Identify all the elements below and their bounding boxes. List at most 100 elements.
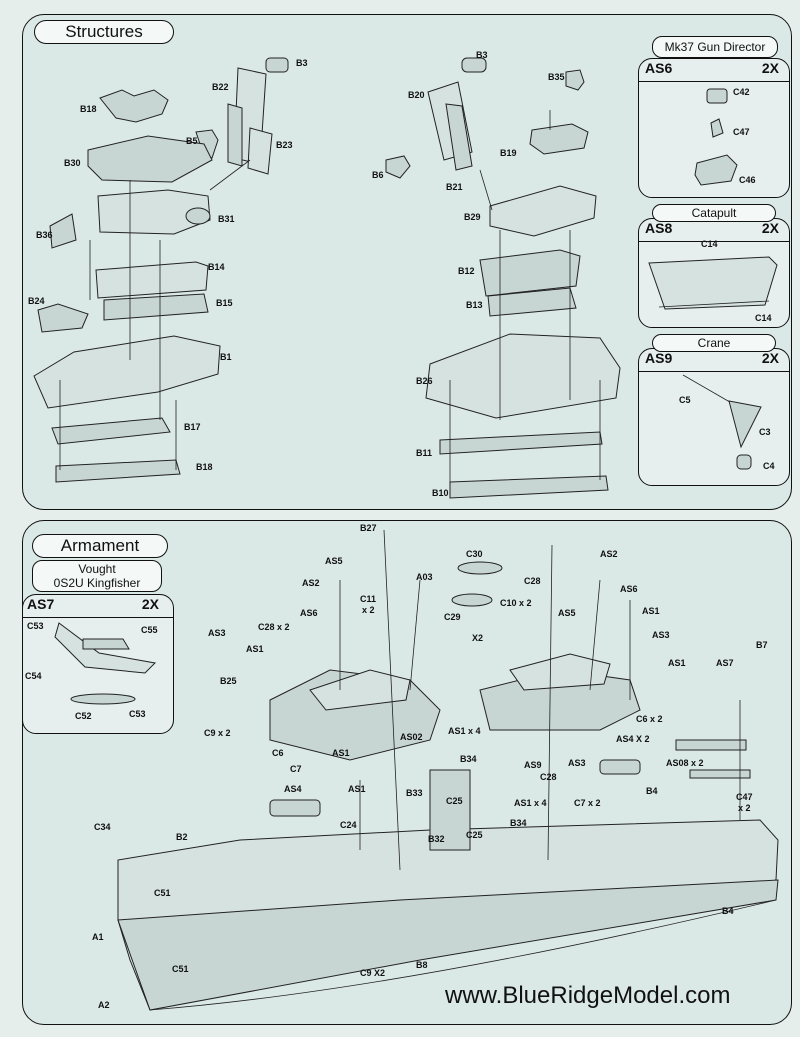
label-as08x2: AS08 x 2 [666,758,704,768]
label-a2: A2 [98,1000,110,1010]
label-as3-left: AS3 [208,628,226,638]
label-b4-a: B4 [646,786,658,796]
armament-labels: B27 AS5 C30 C28 AS2 AS2 C11 x 2 A03 C10 … [92,523,768,1010]
label-as1x4-a: AS1 x 4 [448,726,481,736]
label-c25-b: C25 [466,830,483,840]
as8-title: Catapult [652,204,776,222]
armament-assembly [117,529,779,1011]
structures-title: Structures [34,20,174,44]
as9-qty: 2X [761,350,779,366]
as8-parts: C14 C14 [648,239,778,323]
as6-label-c42: C42 [733,87,750,97]
label-b19: B19 [500,148,517,158]
label-b11: B11 [416,448,432,458]
label-as2-left: AS2 [302,578,320,588]
label-c28: C28 [524,576,541,586]
label-b25: B25 [220,676,237,686]
as8-label-c14-top: C14 [701,239,718,249]
label-as5: AS5 [325,556,343,566]
label-b31: B31 [218,214,235,224]
as9-label-c3: C3 [759,427,771,437]
label-as3-right: AS3 [652,630,670,640]
as7-title-line1: Vought [78,562,116,576]
label-as02: AS02 [400,732,423,742]
structures-labels: B3 B22 B18 B5 B23 B30 B31 B36 B14 B24 B1… [28,50,565,498]
as7-qty: 2X [141,596,159,612]
label-b34-b: B34 [510,818,527,828]
label-b2: B2 [176,832,188,842]
label-b20: B20 [408,90,425,100]
label-a1: A1 [92,932,104,942]
as6-label-c46: C46 [739,175,756,185]
label-b18-bottom: B18 [196,462,213,472]
label-c51-a: C51 [154,888,171,898]
label-c30: C30 [466,549,483,559]
label-x2: X2 [472,633,483,643]
label-as1-d: AS1 [332,748,350,758]
label-as1x4-b: AS1 x 4 [514,798,547,808]
label-c47: C47 [736,792,753,802]
label-b10: B10 [432,488,449,498]
label-c24: C24 [340,820,357,830]
label-c47-qty: x 2 [738,803,751,813]
label-b12: B12 [458,266,475,276]
label-c9x2: C9 x 2 [204,728,231,738]
label-b34-a: B34 [460,754,477,764]
label-b33: B33 [406,788,423,798]
label-b26: B26 [416,376,433,386]
as7-code: AS7 [27,596,55,612]
label-c28-b: C28 [540,772,557,782]
label-b29: B29 [464,212,481,222]
label-c11: C11 [360,594,376,604]
armament-title: Armament [32,534,168,558]
as9-label-c5: C5 [679,395,691,405]
label-b30: B30 [64,158,81,168]
label-b3: B3 [296,58,308,68]
label-as1-b: AS1 [246,644,264,654]
label-c29: C29 [444,612,461,622]
as7-title-line2: 0S2U Kingfisher [53,576,141,590]
label-b1: B1 [220,352,232,362]
as6-box: AS6 2X C42 C47 C46 [638,58,790,198]
as6-code: AS6 [645,60,673,76]
label-b18: B18 [80,104,97,114]
label-as1-c: AS1 [668,658,686,668]
as9-parts: C5 C3 C4 [679,374,775,471]
label-c25-a: C25 [446,796,463,806]
label-as4x2: AS4 X 2 [616,734,650,744]
label-b32: B32 [428,834,445,844]
website-url: www.BlueRidgeModel.com [445,982,731,1009]
label-c7: C7 [290,764,302,774]
label-b21: B21 [446,182,463,192]
label-b23: B23 [276,140,293,150]
label-b22: B22 [212,82,229,92]
label-c51-b: C51 [172,964,189,974]
structures-left-assembly [33,57,289,483]
as7-label-c54: C54 [25,671,42,681]
label-c7x2: C7 x 2 [574,798,601,808]
label-as3-b: AS3 [568,758,586,768]
label-as9: AS9 [524,760,542,770]
as8-box: AS8 2X C14 C14 [638,218,790,328]
label-b17: B17 [184,422,201,432]
as9-title: Crane [652,334,776,352]
label-c9x2-b: C9 X2 [360,968,385,978]
label-b27: B27 [360,523,377,533]
label-c6x2: C6 x 2 [636,714,663,724]
label-c6: C6 [272,748,284,758]
label-a03: A03 [416,572,433,582]
label-b4-b: B4 [722,906,734,916]
as8-code: AS8 [645,220,673,236]
label-as6-right: AS6 [620,584,638,594]
label-as2-right: AS2 [600,549,618,559]
as9-label-c4: C4 [763,461,775,471]
structures-right-assembly [385,57,621,499]
label-c10: C10 x 2 [500,598,532,608]
as7-parts: C53 C55 C54 C52 C53 [25,621,158,721]
as9-box: AS9 2X C5 C3 C4 [638,348,790,486]
label-as1-a: AS1 [642,606,660,616]
label-as7: AS7 [716,658,734,668]
label-c34: C34 [94,822,111,832]
label-as5-right: AS5 [558,608,576,618]
label-as1-e: AS1 [348,784,366,794]
